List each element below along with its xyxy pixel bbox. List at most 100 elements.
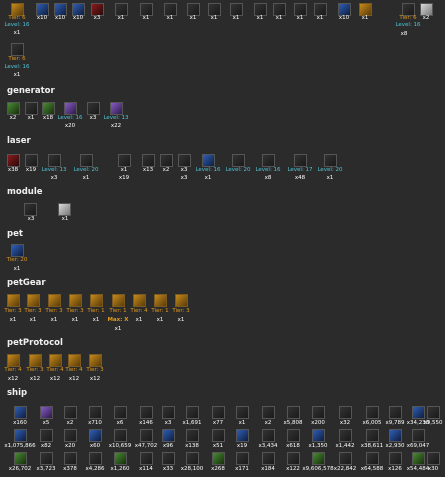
ship-icon[interactable] <box>64 452 77 465</box>
top-item-icon[interactable] <box>273 3 286 16</box>
ship-icon[interactable] <box>236 406 249 419</box>
laser-icon[interactable] <box>48 154 61 167</box>
laser-icon[interactable] <box>7 154 20 167</box>
ship-icon[interactable] <box>114 406 127 419</box>
ship-icon[interactable] <box>186 452 199 465</box>
top-item-icon[interactable] <box>54 3 67 16</box>
generator-icon[interactable] <box>7 102 20 115</box>
ship-icon[interactable] <box>389 406 402 419</box>
top-item-icon[interactable] <box>72 3 85 16</box>
top-item-icon[interactable] <box>359 3 372 16</box>
laser-icon[interactable] <box>25 154 38 167</box>
ship-icon[interactable] <box>412 452 425 465</box>
laser-icon[interactable] <box>178 154 191 167</box>
ship-icon[interactable] <box>389 452 402 465</box>
ship-icon[interactable] <box>186 406 199 419</box>
ship-icon[interactable] <box>212 406 225 419</box>
laser-icon[interactable] <box>142 154 155 167</box>
top-item-icon[interactable] <box>11 43 24 56</box>
top-item-icon[interactable] <box>11 3 24 16</box>
laser-icon[interactable] <box>232 154 245 167</box>
ship-icon[interactable] <box>186 429 199 442</box>
ship-icon[interactable] <box>40 406 53 419</box>
petgear-icon[interactable] <box>27 294 40 307</box>
generator-icon[interactable] <box>110 102 123 115</box>
ship-icon[interactable] <box>339 452 352 465</box>
petgear-icon[interactable] <box>175 294 188 307</box>
top-item-icon[interactable] <box>140 3 153 16</box>
ship-icon[interactable] <box>287 452 300 465</box>
top-item-icon[interactable] <box>420 3 433 16</box>
ship-icon[interactable] <box>89 429 102 442</box>
petgear-icon[interactable] <box>112 294 125 307</box>
petgear-icon[interactable] <box>154 294 167 307</box>
top-item-icon[interactable] <box>187 3 200 16</box>
laser-icon[interactable] <box>202 154 215 167</box>
petgear-icon[interactable] <box>90 294 103 307</box>
ship-icon[interactable] <box>14 429 27 442</box>
laser-icon[interactable] <box>294 154 307 167</box>
top-item-icon[interactable] <box>91 3 104 16</box>
top-item-icon[interactable] <box>254 3 267 16</box>
ship-icon[interactable] <box>64 429 77 442</box>
ship-icon[interactable] <box>114 452 127 465</box>
petprotocol-icon[interactable] <box>49 354 62 367</box>
laser-icon[interactable] <box>118 154 131 167</box>
ship-icon[interactable] <box>312 429 325 442</box>
top-item-icon[interactable] <box>338 3 351 16</box>
petgear-icon[interactable] <box>133 294 146 307</box>
ship-icon[interactable] <box>262 452 275 465</box>
ship-icon[interactable] <box>412 406 425 419</box>
ship-icon[interactable] <box>14 452 27 465</box>
ship-icon[interactable] <box>339 429 352 442</box>
ship-icon[interactable] <box>40 429 53 442</box>
ship-icon[interactable] <box>366 406 379 419</box>
ship-icon[interactable] <box>140 452 153 465</box>
top-item-icon[interactable] <box>164 3 177 16</box>
ship-icon[interactable] <box>212 429 225 442</box>
laser-icon[interactable] <box>80 154 93 167</box>
petgear-icon[interactable] <box>7 294 20 307</box>
petgear-icon[interactable] <box>48 294 61 307</box>
generator-icon[interactable] <box>87 102 100 115</box>
module-icon[interactable] <box>24 203 37 216</box>
pet-icon[interactable] <box>11 244 24 257</box>
ship-icon[interactable] <box>339 406 352 419</box>
top-item-icon[interactable] <box>36 3 49 16</box>
top-item-icon[interactable] <box>230 3 243 16</box>
ship-icon[interactable] <box>366 429 379 442</box>
petprotocol-icon[interactable] <box>29 354 42 367</box>
ship-icon[interactable] <box>389 429 402 442</box>
ship-icon[interactable] <box>287 406 300 419</box>
generator-icon[interactable] <box>25 102 38 115</box>
top-item-icon[interactable] <box>314 3 327 16</box>
ship-icon[interactable] <box>366 452 379 465</box>
ship-icon[interactable] <box>64 406 77 419</box>
laser-icon[interactable] <box>262 154 275 167</box>
petprotocol-icon[interactable] <box>7 354 20 367</box>
ship-icon[interactable] <box>162 406 175 419</box>
ship-icon[interactable] <box>236 452 249 465</box>
ship-icon[interactable] <box>236 429 249 442</box>
top-item-icon[interactable] <box>208 3 221 16</box>
top-item-icon[interactable] <box>402 3 415 16</box>
ship-icon[interactable] <box>412 429 425 442</box>
ship-icon[interactable] <box>114 429 127 442</box>
ship-icon[interactable] <box>14 406 27 419</box>
generator-icon[interactable] <box>64 102 77 115</box>
laser-icon[interactable] <box>160 154 173 167</box>
ship-icon[interactable] <box>89 406 102 419</box>
top-item-icon[interactable] <box>294 3 307 16</box>
ship-icon[interactable] <box>162 452 175 465</box>
ship-icon[interactable] <box>427 452 440 465</box>
ship-icon[interactable] <box>427 406 440 419</box>
module-icon[interactable] <box>58 203 71 216</box>
petprotocol-icon[interactable] <box>89 354 102 367</box>
ship-icon[interactable] <box>89 452 102 465</box>
petprotocol-icon[interactable] <box>68 354 81 367</box>
ship-icon[interactable] <box>312 406 325 419</box>
ship-icon[interactable] <box>262 406 275 419</box>
ship-icon[interactable] <box>212 452 225 465</box>
ship-icon[interactable] <box>40 452 53 465</box>
ship-icon[interactable] <box>140 406 153 419</box>
